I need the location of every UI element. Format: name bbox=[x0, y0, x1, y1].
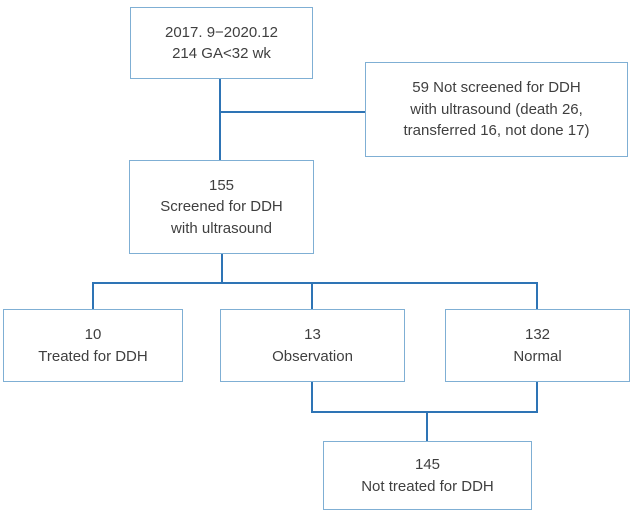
node-screened-line2: Screened for DDH bbox=[160, 198, 283, 216]
node-observation: 13 Observation bbox=[220, 309, 405, 382]
connector-observation-down bbox=[311, 382, 313, 413]
node-not-treated-label: Not treated for DDH bbox=[361, 477, 494, 495]
node-screened-count: 155 bbox=[208, 176, 235, 194]
node-cohort: 2017. 9−2020.12 214 GA<32 wk bbox=[130, 7, 313, 79]
node-screened-line3: with ultrasound bbox=[171, 219, 272, 237]
connector-drop-treated bbox=[92, 282, 94, 309]
node-not-screened-line1: 59 Not screened for DDH bbox=[412, 79, 581, 97]
node-cohort-line2: 214 GA<32 wk bbox=[172, 45, 271, 62]
connector-screened-down bbox=[221, 254, 223, 284]
node-normal-label: Normal bbox=[513, 347, 562, 365]
node-observation-count: 13 bbox=[304, 326, 321, 343]
node-treated: 10 Treated for DDH bbox=[3, 309, 183, 382]
connector-normal-down bbox=[536, 382, 538, 413]
node-not-screened: 59 Not screened for DDH with ultrasound … bbox=[365, 62, 628, 157]
connector-three-way-horizontal bbox=[92, 282, 538, 284]
node-screened: 155 Screened for DDH with ultrasound bbox=[129, 160, 314, 254]
node-not-screened-line3: transferred 16, not done 17) bbox=[403, 122, 590, 140]
connector-merge-to-not-treated bbox=[426, 411, 428, 441]
node-not-screened-line2: with ultrasound (death 26, bbox=[410, 100, 583, 118]
node-normal: 132 Normal bbox=[445, 309, 630, 382]
node-not-treated-count: 145 bbox=[414, 456, 441, 473]
node-cohort-line1: 2017. 9−2020.12 bbox=[164, 23, 279, 41]
connector-merge-horizontal bbox=[311, 411, 538, 413]
node-treated-count: 10 bbox=[84, 326, 102, 343]
node-not-treated: 145 Not treated for DDH bbox=[323, 441, 532, 510]
connector-cohort-to-screened bbox=[219, 79, 221, 160]
node-treated-label: Treated for DDH bbox=[38, 347, 148, 365]
node-observation-label: Observation bbox=[272, 347, 353, 365]
connector-drop-normal bbox=[536, 282, 538, 309]
connector-drop-observation bbox=[311, 282, 313, 309]
connector-branch-to-not-screened bbox=[220, 111, 365, 113]
node-normal-count: 132 bbox=[524, 326, 551, 343]
